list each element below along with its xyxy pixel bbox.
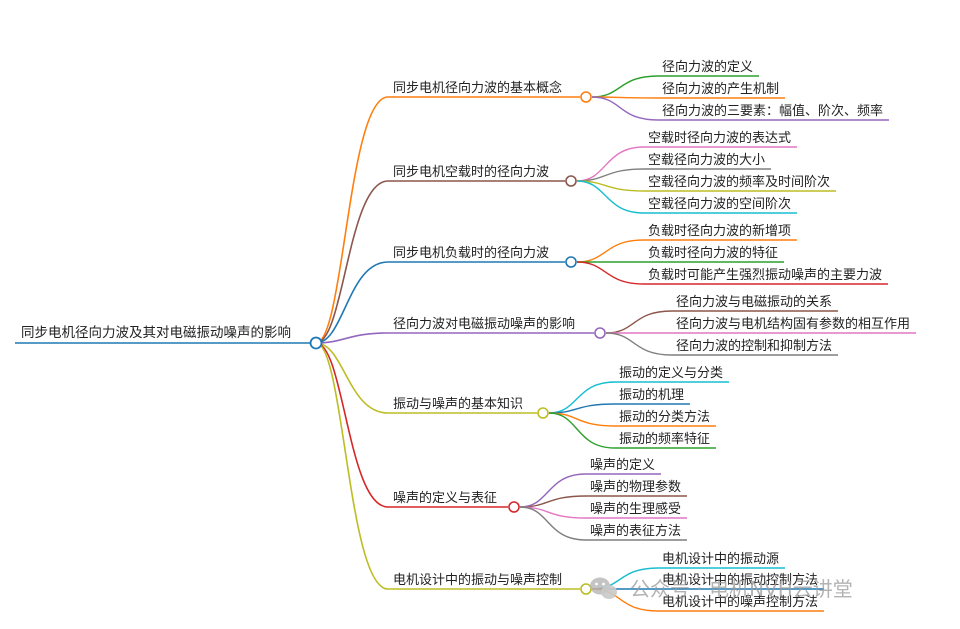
- child-node-label: 负载时径向力波的特征: [648, 245, 778, 261]
- child-connector: [576, 261, 645, 285]
- branch-collapse-toggle[interactable]: [537, 407, 549, 419]
- child-connector: [591, 75, 659, 98]
- child-connector: [519, 506, 587, 541]
- branch-collapse-toggle[interactable]: [580, 583, 592, 595]
- child-connector: [576, 146, 645, 182]
- child-connector: [605, 310, 673, 334]
- child-connector: [548, 381, 616, 414]
- branch-collapse-toggle[interactable]: [594, 327, 606, 339]
- branch-connector: [315, 342, 389, 414]
- child-connector: [591, 96, 659, 121]
- branch-connector: [315, 261, 389, 344]
- child-node-label: 负载时径向力波的新增项: [648, 223, 791, 239]
- branch-node-label: 径向力波对电磁振动噪声的影响: [393, 316, 575, 332]
- child-node-label: 径向力波与电磁振动的关系: [676, 294, 832, 310]
- branch-collapse-toggle[interactable]: [565, 256, 577, 268]
- branch-collapse-toggle[interactable]: [508, 501, 520, 513]
- child-connector: [576, 168, 645, 182]
- root-collapse-toggle[interactable]: [309, 336, 323, 350]
- branch-node-label: 同步电机空载时的径向力波: [393, 164, 549, 180]
- watermark: 公众号 · 电机NVH云讲堂: [590, 577, 853, 601]
- child-node-label: 振动的定义与分类: [619, 365, 723, 381]
- nodes-layer: 同步电机径向力波及其对电磁振动噪声的影响 同步电机径向力波的基本概念 径向力波的定义…: [21, 59, 910, 610]
- child-node-label: 负载时可能产生强烈振动噪声的主要力波: [648, 267, 882, 283]
- wechat-icon: [590, 577, 617, 599]
- child-node-label: 电机设计中的振动源: [662, 551, 779, 567]
- branch-connector: [315, 342, 389, 590]
- branch-node-label: 振动与噪声的基本知识: [393, 396, 523, 412]
- child-node-label: 径向力波的控制和抑制方法: [676, 338, 832, 354]
- root-node-label: 同步电机径向力波及其对电磁振动噪声的影响: [21, 325, 291, 341]
- branch-connector: [315, 332, 389, 344]
- branch-node-label: 噪声的定义与表征: [393, 490, 497, 506]
- child-node-label: 径向力波的定义: [662, 59, 753, 75]
- child-connector: [519, 473, 587, 508]
- child-node-label: 振动的频率特征: [619, 431, 710, 447]
- child-node-label: 径向力波与电机结构固有参数的相互作用: [676, 316, 910, 332]
- branch-collapse-toggle[interactable]: [565, 175, 577, 187]
- child-node-label: 空载径向力波的空间阶次: [648, 196, 791, 212]
- child-node-label: 径向力波的三要素：幅值、阶次、频率: [662, 103, 883, 119]
- branch-connector: [315, 180, 389, 344]
- branch-collapse-toggle[interactable]: [580, 91, 592, 103]
- child-node-label: 径向力波的产生机制: [662, 81, 779, 97]
- child-node-label: 噪声的生理感受: [590, 501, 681, 517]
- child-node-label: 电机设计中的噪声控制方法: [662, 594, 818, 610]
- child-connector: [605, 332, 673, 356]
- child-connector: [576, 180, 645, 214]
- child-connector: [576, 239, 645, 263]
- child-node-label: 噪声的物理参数: [590, 479, 681, 495]
- child-node-label: 空载时径向力波的表达式: [648, 130, 791, 146]
- child-node-label: 噪声的定义: [590, 457, 655, 473]
- child-node-label: 振动的机理: [619, 387, 684, 403]
- child-node-label: 空载径向力波的频率及时间阶次: [648, 174, 830, 190]
- child-node-label: 振动的分类方法: [619, 409, 710, 425]
- child-node-label: 噪声的表征方法: [590, 523, 681, 539]
- child-node-label: 空载径向力波的大小: [648, 152, 765, 168]
- child-node-label: 电机设计中的振动控制方法: [662, 572, 818, 588]
- child-connector: [548, 412, 616, 449]
- branch-node-label: 同步电机负载时的径向力波: [393, 245, 549, 261]
- branch-node-label: 同步电机径向力波的基本概念: [393, 80, 562, 96]
- branch-node-label: 电机设计中的振动与噪声控制: [393, 572, 562, 588]
- watermark-text: 公众号 · 电机NVH云讲堂: [630, 577, 853, 601]
- branch-connector: [315, 96, 389, 344]
- branch-connector: [315, 342, 389, 508]
- edges-layer: [15, 75, 917, 612]
